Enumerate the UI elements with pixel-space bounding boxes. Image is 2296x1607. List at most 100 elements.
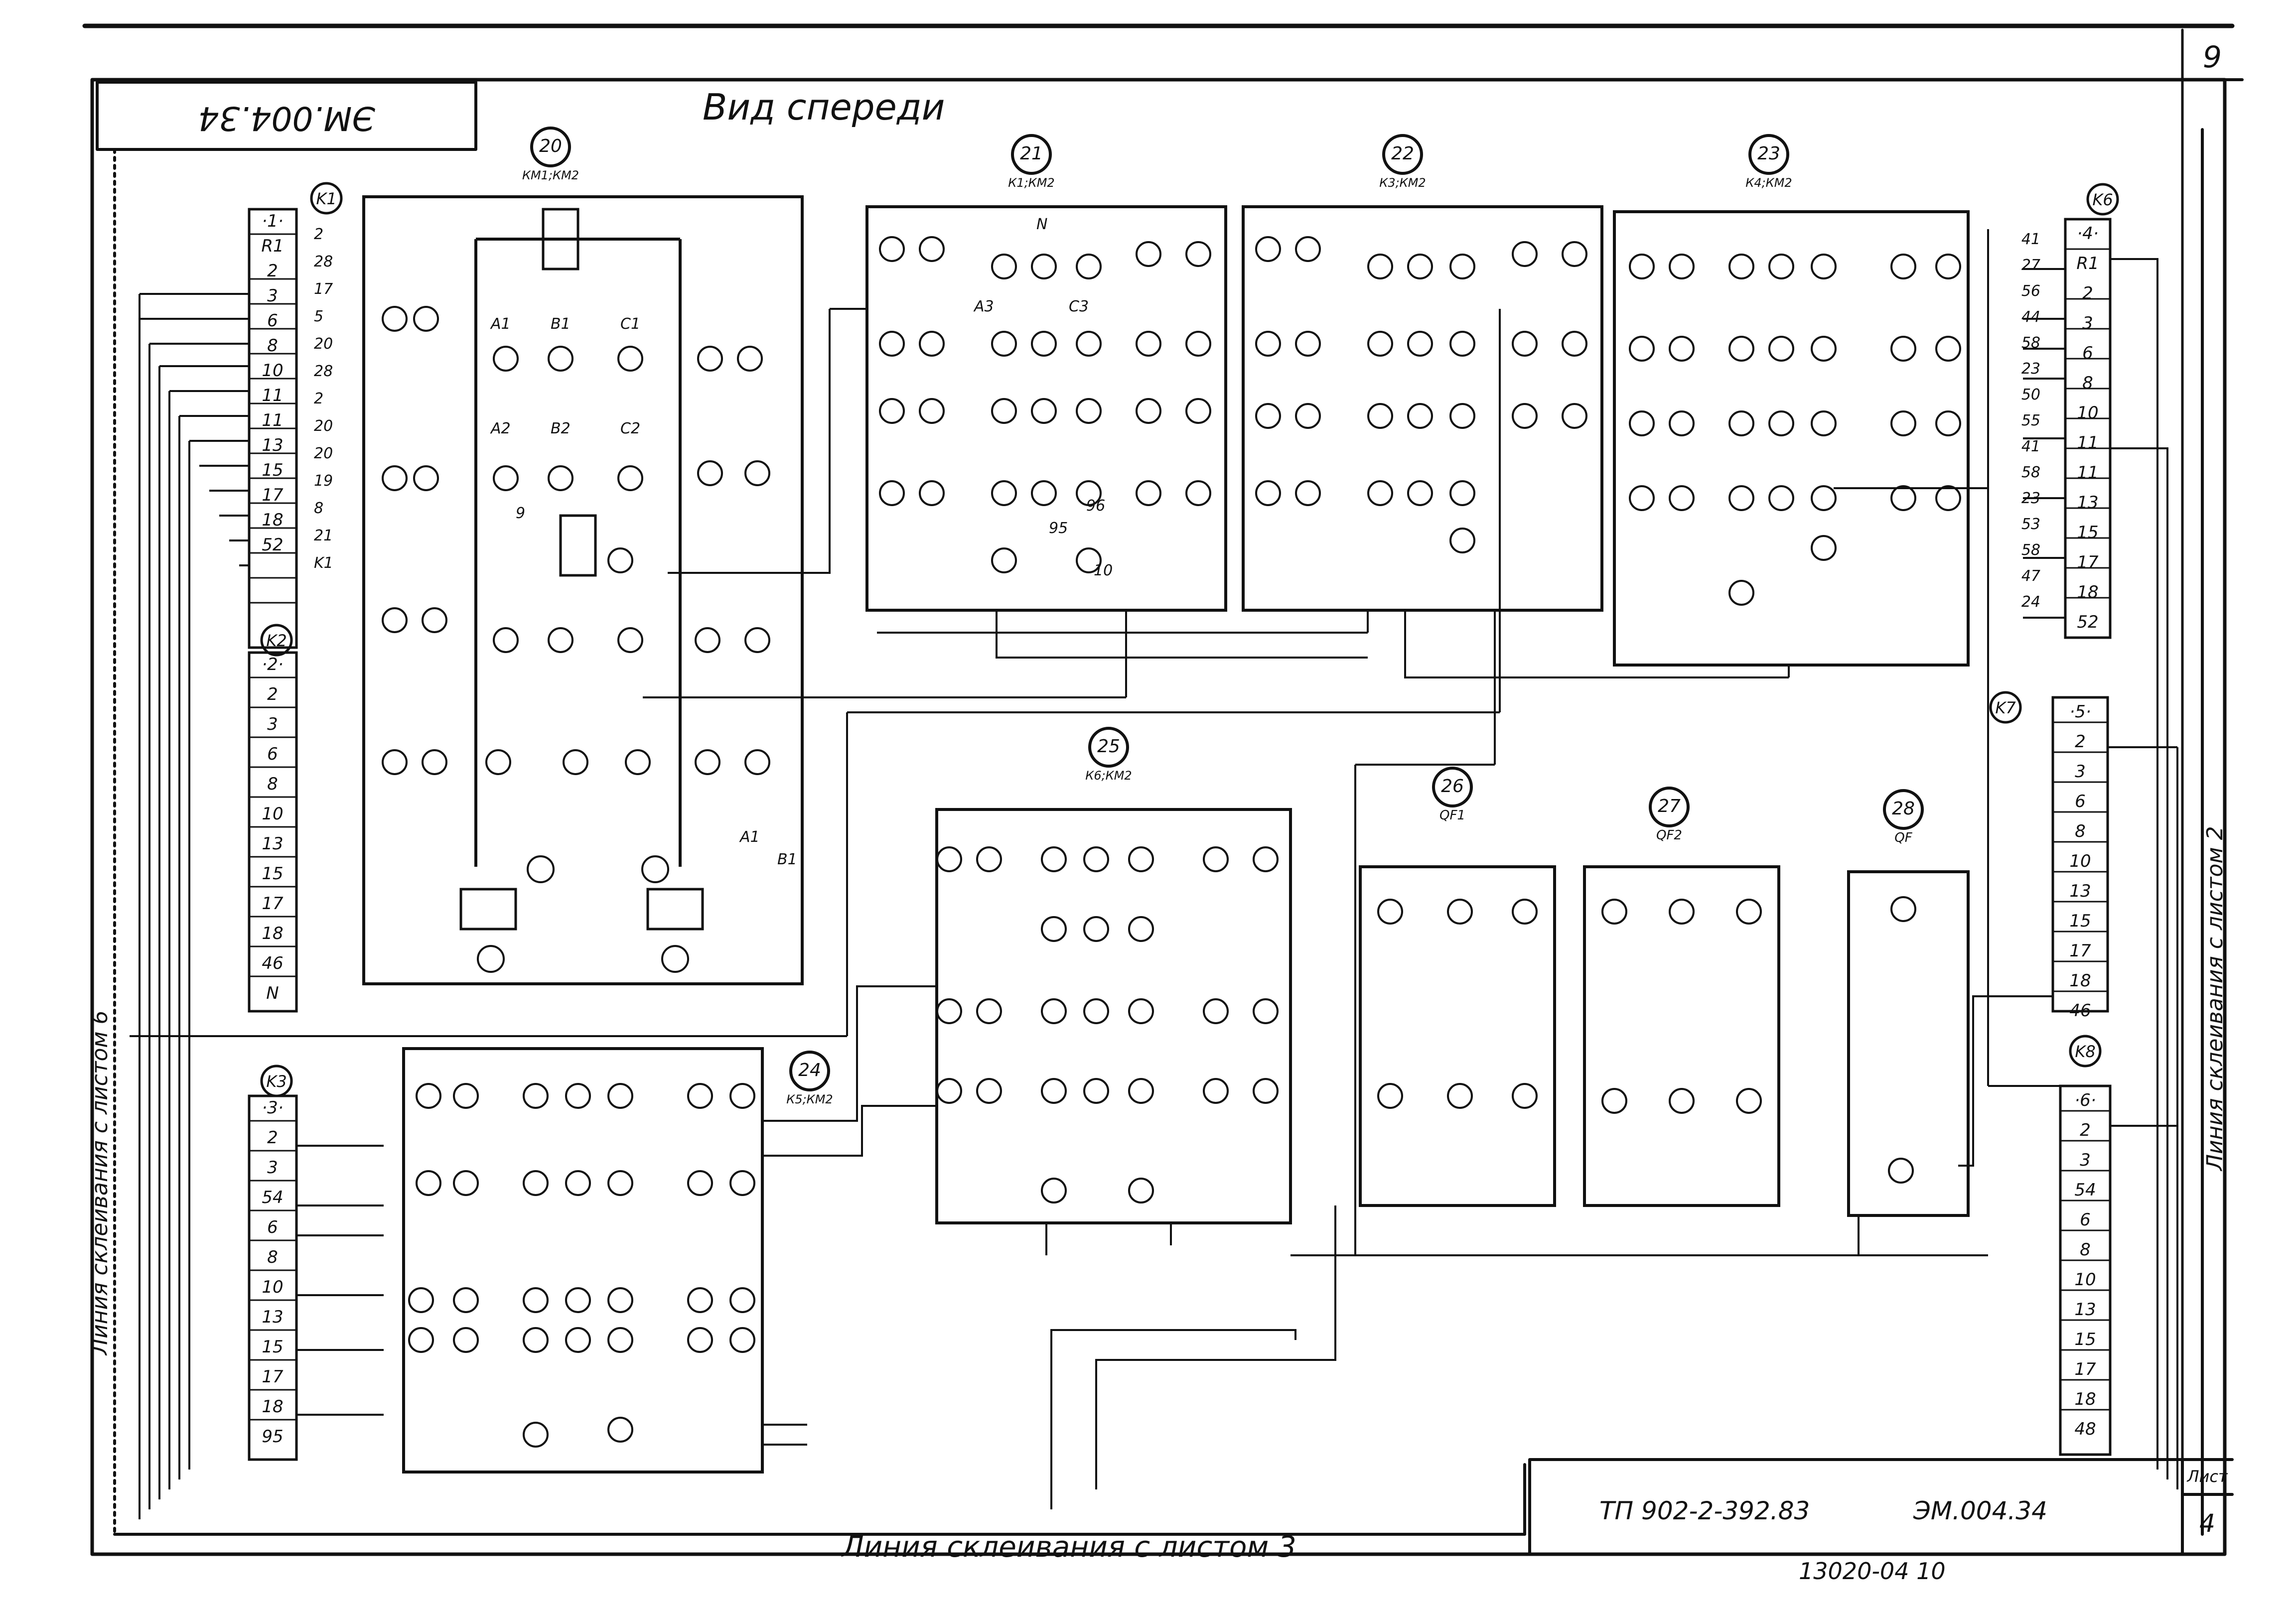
archive-number: 13020-04 10 bbox=[1799, 1558, 1946, 1585]
wire-label: 41 bbox=[2021, 438, 2040, 455]
terminal-row-label: 17 bbox=[2069, 941, 2091, 961]
device-sublabel: К3;КМ2 bbox=[1379, 176, 1426, 190]
device-22 bbox=[1242, 134, 1603, 612]
wiring bbox=[130, 229, 2178, 1519]
terminal-row-label: 3 bbox=[267, 1158, 278, 1178]
device-sublabel: К5;КМ2 bbox=[786, 1092, 833, 1106]
terminal-row-label: 17 bbox=[2077, 552, 2099, 572]
terminal-row-label: 10 bbox=[262, 1277, 283, 1297]
wire-label: 17 bbox=[314, 280, 333, 298]
device-sublabel: К4;КМ2 bbox=[1745, 176, 1792, 190]
wire-label: 28 bbox=[314, 253, 333, 270]
terminal-row-label: 6 bbox=[267, 311, 278, 331]
wire-label: 50 bbox=[2021, 386, 2040, 403]
terminal-row-label: 15 bbox=[262, 1337, 283, 1357]
terminal-row-label: 6 bbox=[267, 1217, 278, 1237]
terminal-row-label: 15 bbox=[262, 460, 283, 480]
terminal-row-label: 15 bbox=[2074, 1330, 2096, 1349]
device-20 bbox=[362, 127, 804, 985]
terminal-row-label: 52 bbox=[262, 535, 283, 555]
wire-label: K1 bbox=[314, 554, 333, 572]
device-label: 23 bbox=[1757, 143, 1780, 164]
terminal-row-label: R1 bbox=[2076, 254, 2099, 273]
terminal-row-label: 3 bbox=[267, 286, 278, 306]
terminal-row-label: 8 bbox=[267, 774, 278, 794]
wire-label: 53 bbox=[2021, 516, 2040, 533]
terminal-row-label: 13 bbox=[2074, 1300, 2096, 1320]
wire-labels: 22817520282202019821K1412756445823505541… bbox=[314, 226, 2040, 611]
stamp-sheet-label: Лист bbox=[2186, 1467, 2228, 1486]
wire-label: 2 bbox=[314, 390, 323, 407]
wire-label: 58 bbox=[2021, 334, 2040, 352]
terminal-row-label: 15 bbox=[262, 864, 283, 884]
terminal-row-label: 3 bbox=[267, 714, 278, 734]
device-23 bbox=[1613, 134, 1970, 667]
terminal-block-k8 bbox=[2059, 1035, 2112, 1456]
contact-label: 10 bbox=[1094, 562, 1113, 579]
wire-label: 20 bbox=[314, 445, 333, 462]
terminal-row-label: 46 bbox=[262, 953, 283, 973]
device-21 bbox=[865, 134, 1227, 612]
contact-label: А1 bbox=[490, 315, 511, 333]
terminal-row-label: 2 bbox=[267, 261, 278, 281]
wire-label: 55 bbox=[2021, 412, 2040, 429]
device-25 bbox=[935, 727, 1292, 1224]
terminal-row-label: 10 bbox=[2069, 851, 2091, 871]
contact-circles bbox=[382, 236, 1961, 1448]
wire-label: 56 bbox=[2021, 282, 2040, 300]
contact-label: В1 bbox=[777, 851, 797, 868]
contact-label: N bbox=[1036, 216, 1047, 233]
terminal-row-label: 8 bbox=[267, 1247, 278, 1267]
terminal-row-label: 18 bbox=[262, 1397, 283, 1417]
wire-label: 24 bbox=[2021, 593, 2040, 611]
terminal-row-label: 6 bbox=[2080, 1210, 2091, 1230]
device-sublabel: QF2 bbox=[1656, 828, 1682, 843]
terminal-block-k6 bbox=[2064, 183, 2119, 639]
terminal-row-label: 11 bbox=[2077, 433, 2098, 453]
device-label: 25 bbox=[1097, 736, 1120, 757]
terminal-row-label: 2 bbox=[267, 1128, 278, 1148]
terminal-block-k7 bbox=[1989, 691, 2109, 1013]
device-sublabel: QF1 bbox=[1439, 808, 1465, 823]
terminal-row-label: 52 bbox=[2077, 612, 2098, 632]
terminal-block-id: K7 bbox=[1995, 698, 2016, 717]
view-title: Вид спереди bbox=[703, 86, 945, 128]
device-sublabel: К6;КМ2 bbox=[1085, 769, 1132, 783]
wire-label: 8 bbox=[314, 500, 323, 517]
terminal-row-label: 13 bbox=[262, 435, 283, 455]
terminal-row-label: 17 bbox=[262, 1367, 284, 1387]
terminal-row-label: N bbox=[266, 983, 279, 1003]
terminal-row-label: 17 bbox=[262, 894, 284, 914]
contact-label: А1 bbox=[739, 828, 760, 846]
terminal-row-label: 18 bbox=[262, 510, 283, 530]
terminal-row-label: 17 bbox=[262, 485, 284, 505]
terminal-row-label: 13 bbox=[262, 834, 283, 854]
stamp-project: ТП 902-2-392.83 bbox=[1599, 1496, 1810, 1525]
terminal-row-label: 11 bbox=[262, 410, 283, 430]
terminal-row-label: 2 bbox=[2075, 732, 2086, 752]
header-code-box bbox=[96, 81, 477, 151]
contact-label: В1 bbox=[551, 315, 571, 333]
terminal-row-label: 10 bbox=[262, 361, 283, 381]
page-number: 9 bbox=[2203, 40, 2222, 75]
device-label: 28 bbox=[1892, 799, 1915, 819]
terminal-row-label: 18 bbox=[2077, 582, 2098, 602]
device-label: 24 bbox=[798, 1060, 821, 1080]
device-26 bbox=[1359, 767, 1556, 1207]
terminal-row-label: 11 bbox=[262, 386, 283, 405]
terminal-block-id: K2 bbox=[266, 631, 287, 650]
terminal-row-label: 18 bbox=[2074, 1389, 2096, 1409]
wire-label: 58 bbox=[2021, 464, 2040, 481]
wire-label: 28 bbox=[314, 363, 333, 380]
terminal-row-label: 11 bbox=[2077, 463, 2098, 483]
stamp-code: ЭМ.004.34 bbox=[1913, 1496, 2047, 1525]
terminal-row-label: R1 bbox=[261, 236, 284, 256]
contact-label: А2 bbox=[490, 420, 511, 437]
wire-label: 23 bbox=[2021, 360, 2040, 378]
title-stamp bbox=[1528, 1458, 2184, 1556]
terminal-row-label: ·5· bbox=[2069, 702, 2091, 722]
device-label: 26 bbox=[1441, 776, 1464, 797]
terminal-row-label: ·1· bbox=[262, 211, 283, 231]
